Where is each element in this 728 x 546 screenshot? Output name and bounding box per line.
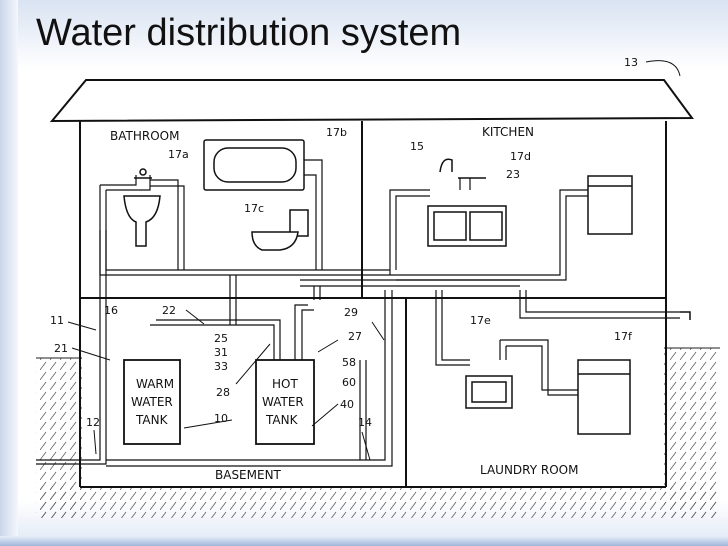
ref-17a: 17a (168, 148, 189, 161)
ref-23: 23 (506, 168, 520, 181)
slide-bottom-accent (0, 536, 728, 546)
slide-left-accent (0, 0, 18, 546)
bathtub (203, 139, 305, 191)
laundry-sink (465, 375, 513, 409)
ref-28: 28 (216, 386, 230, 399)
label-kitchen: KITCHEN (482, 125, 534, 139)
ref-11: 11 (50, 314, 64, 327)
ref-12: 12 (86, 416, 100, 429)
label-basement: BASEMENT (215, 468, 282, 482)
label-bathroom: BATHROOM (110, 129, 179, 143)
ref-25: 25 (214, 332, 228, 345)
ref-17f: 17f (614, 330, 633, 343)
warm-tank-line2: WATER (131, 395, 173, 409)
washing-machine (577, 359, 631, 435)
ref-17d: 17d (510, 150, 531, 163)
ref-22: 22 (162, 304, 176, 317)
ref-15: 15 (410, 140, 424, 153)
warm-water-tank (123, 359, 181, 445)
ref-29: 29 (344, 306, 358, 319)
hot-tank-line1: HOT (272, 377, 298, 391)
reference-numerals: 13 17a 17b 17c 17d 15 23 11 16 22 21 25 … (50, 56, 638, 429)
ref-40: 40 (340, 398, 354, 411)
slide-title: Water distribution system (36, 12, 462, 54)
ref-17c: 17c (244, 202, 264, 215)
ref-17e: 17e (470, 314, 491, 327)
label-laundry-room: LAUNDRY ROOM (480, 463, 578, 477)
bathroom-sink (123, 168, 161, 247)
ref-16: 16 (104, 304, 118, 317)
kitchen-sink (427, 158, 507, 247)
kitchen-appliance (587, 175, 633, 235)
ref-60: 60 (342, 376, 356, 389)
ref-31: 31 (214, 346, 228, 359)
house-outline (49, 79, 694, 488)
hot-tank-line2: WATER (262, 395, 304, 409)
hot-tank-line3: TANK (265, 413, 299, 427)
pipe-network (36, 159, 680, 467)
outdoor-faucet (680, 311, 691, 320)
ref-13: 13 (624, 56, 638, 69)
ref-21: 21 (54, 342, 68, 355)
toilet (251, 209, 309, 251)
leader-lines (67, 60, 681, 461)
hot-water-tank (255, 359, 315, 445)
ground-hatch (36, 347, 720, 518)
ref-27: 27 (348, 330, 362, 343)
ref-33: 33 (214, 360, 228, 373)
ref-14: 14 (358, 416, 372, 429)
ref-17b: 17b (326, 126, 347, 139)
ref-58: 58 (342, 356, 356, 369)
warm-tank-line1: WARM (136, 377, 174, 391)
warm-tank-line3: TANK (135, 413, 169, 427)
